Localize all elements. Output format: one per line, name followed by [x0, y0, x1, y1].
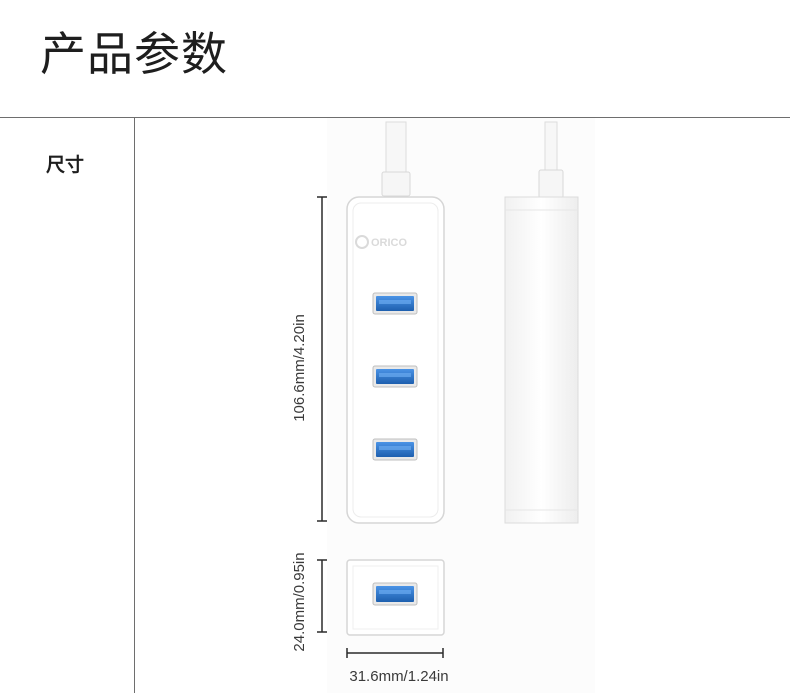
- column-divider: [134, 118, 135, 693]
- dimension-line-height: [317, 559, 327, 633]
- usb-port-1: [372, 292, 418, 315]
- hub-end-view: [346, 559, 445, 636]
- dimension-label-width: 31.6mm/1.24in: [349, 668, 448, 685]
- usb-port-2: [372, 365, 418, 388]
- hub-front-view: ORICO: [346, 121, 445, 524]
- usb-port-end: [372, 582, 418, 606]
- brand-logo: ORICO: [355, 235, 408, 249]
- dimension-line-length: [317, 196, 327, 522]
- page-title: 产品参数: [40, 27, 228, 81]
- dimension-label-height: 24.0mm/0.95in: [291, 552, 308, 651]
- dimension-line-width: [346, 648, 444, 658]
- usb-port-3: [372, 438, 418, 461]
- dimension-label-length: 106.6mm/4.20in: [291, 314, 308, 422]
- hub-side-view: [504, 121, 579, 524]
- spec-label-size: 尺寸: [46, 154, 85, 176]
- header-divider: [0, 117, 790, 118]
- svg-text:ORICO: ORICO: [371, 237, 408, 249]
